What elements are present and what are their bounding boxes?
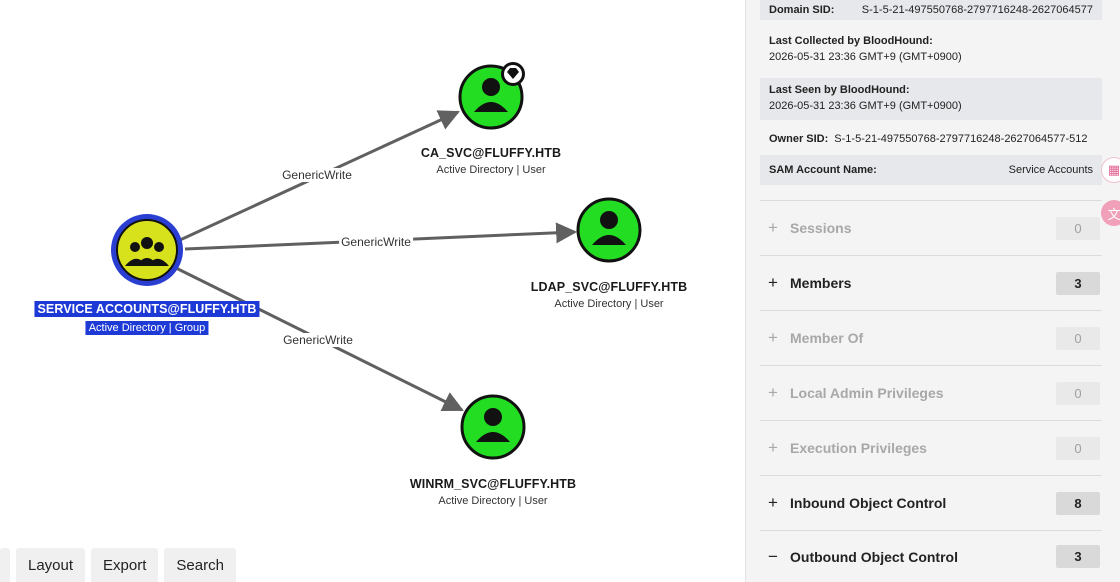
- section-members[interactable]: + Members 3: [760, 255, 1102, 310]
- section-title: Inbound Object Control: [790, 495, 947, 511]
- expand-icon: +: [768, 273, 778, 292]
- node-label-winrm[interactable]: WINRM_SVC@FLUFFY.HTB Active Directory | …: [410, 477, 576, 507]
- entity-info-panel: Domain SID: S-1-5-21-497550768-279771624…: [745, 0, 1120, 582]
- node-name: LDAP_SVC@FLUFFY.HTB: [530, 280, 688, 294]
- user-icon: [476, 408, 510, 442]
- prop-value: 2026-05-31 23:36 GMT+9 (GMT+0900): [769, 51, 962, 63]
- graph-canvas[interactable]: GenericWrite GenericWrite GenericWrite S…: [0, 0, 745, 582]
- node-label-group[interactable]: SERVICE ACCOUNTS@FLUFFY.HTB Active Direc…: [34, 300, 260, 336]
- node-type: Active Directory | Group: [85, 321, 209, 335]
- node-name: SERVICE ACCOUNTS@FLUFFY.HTB: [34, 301, 260, 317]
- node-type: Active Directory | User: [436, 164, 546, 176]
- edge-label-ldap: GenericWrite: [339, 235, 413, 249]
- prop-key: Domain SID:: [769, 4, 835, 16]
- prop-domain-sid: Domain SID: S-1-5-21-497550768-279771624…: [760, 0, 1102, 20]
- group-icon: [125, 237, 169, 266]
- section-count: 3: [1056, 545, 1100, 568]
- section-count: 0: [1056, 216, 1100, 240]
- export-button[interactable]: Export: [91, 548, 159, 582]
- node-type: Active Directory | User: [554, 298, 664, 310]
- prop-value: S-1-5-21-497550768-2797716248-2627064577: [861, 4, 1093, 16]
- expand-icon: +: [768, 383, 778, 402]
- graph-toolbar: Layout Export Search: [0, 548, 236, 582]
- node-name: WINRM_SVC@FLUFFY.HTB: [409, 477, 577, 491]
- toolbar-button-offscreen[interactable]: [0, 548, 10, 582]
- node-label-ldap[interactable]: LDAP_SVC@FLUFFY.HTB Active Directory | U…: [531, 280, 687, 310]
- section-execution-privileges[interactable]: + Execution Privileges 0: [760, 420, 1102, 475]
- prop-value: Service Accounts: [1008, 164, 1093, 176]
- prop-owner-sid: Owner SID: S-1-5-21-497550768-2797716248…: [760, 125, 1102, 153]
- section-title: Member Of: [790, 330, 864, 346]
- node-type: Active Directory | User: [438, 495, 548, 507]
- section-title: Local Admin Privileges: [790, 385, 944, 401]
- node-ldap-svc[interactable]: [576, 197, 642, 263]
- section-count: 0: [1056, 436, 1100, 460]
- section-title: Sessions: [790, 220, 852, 236]
- collapse-icon: −: [768, 546, 778, 566]
- section-title: Outbound Object Control: [790, 548, 958, 565]
- node-ca-svc[interactable]: [458, 62, 525, 130]
- side-widget-grid-icon[interactable]: ▦: [1101, 157, 1120, 183]
- prop-key: Last Seen by BloodHound:: [769, 84, 910, 96]
- prop-value: 2026-05-31 23:36 GMT+9 (GMT+0900): [769, 100, 962, 112]
- node-winrm-svc[interactable]: [460, 394, 526, 460]
- section-count: 0: [1056, 326, 1100, 350]
- user-icon: [474, 78, 508, 112]
- edge-label-winrm: GenericWrite: [281, 333, 355, 347]
- layout-button[interactable]: Layout: [16, 548, 86, 582]
- gem-badge-icon: [501, 62, 525, 86]
- prop-sam-account-name: SAM Account Name: Service Accounts: [760, 155, 1102, 185]
- expand-icon: +: [768, 218, 778, 237]
- expand-icon: +: [768, 493, 778, 512]
- user-icon: [592, 211, 626, 245]
- prop-key: SAM Account Name:: [769, 164, 877, 176]
- section-title: Execution Privileges: [790, 440, 927, 456]
- graph-svg: [111, 62, 642, 460]
- node-name: CA_SVC@FLUFFY.HTB: [420, 146, 562, 160]
- section-count: 8: [1056, 491, 1100, 515]
- prop-last-seen: Last Seen by BloodHound: 2026-05-31 23:3…: [760, 78, 1102, 120]
- section-outbound-object-control[interactable]: − Outbound Object Control 3: [760, 530, 1102, 582]
- section-sessions[interactable]: + Sessions 0: [760, 200, 1102, 255]
- node-service-accounts[interactable]: [111, 214, 183, 286]
- prop-last-collected: Last Collected by BloodHound: 2026-05-31…: [760, 30, 1102, 72]
- section-member-of[interactable]: + Member Of 0: [760, 310, 1102, 365]
- prop-key: Owner SID:: [769, 133, 829, 145]
- edge-label-ca: GenericWrite: [280, 168, 354, 182]
- section-local-admin-privileges[interactable]: + Local Admin Privileges 0: [760, 365, 1102, 420]
- search-button[interactable]: Search: [164, 548, 236, 582]
- prop-key: Last Collected by BloodHound:: [769, 35, 933, 47]
- prop-value: S-1-5-21-497550768-2797716248-2627064577…: [834, 133, 1088, 145]
- section-title: Members: [790, 275, 852, 291]
- expand-icon: +: [768, 328, 778, 347]
- expand-icon: +: [768, 438, 778, 457]
- section-inbound-object-control[interactable]: + Inbound Object Control 8: [760, 475, 1102, 530]
- node-label-ca[interactable]: CA_SVC@FLUFFY.HTB Active Directory | Use…: [421, 146, 561, 176]
- side-widget-translate-icon[interactable]: 文: [1101, 200, 1120, 226]
- section-count: 3: [1056, 271, 1100, 295]
- section-count: 0: [1056, 381, 1100, 405]
